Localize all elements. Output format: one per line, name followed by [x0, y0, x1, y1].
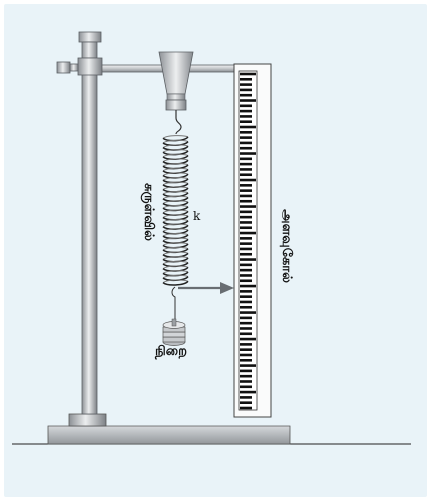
spring-coil-back: [162, 274, 189, 279]
spring-bottom-hook: [171, 286, 176, 320]
spring-coil-back: [162, 158, 189, 163]
spring-coil-back: [162, 279, 189, 284]
spring-coil-back: [162, 186, 189, 190]
spring-coil-back: [162, 218, 189, 223]
spring-coil-back: [162, 163, 189, 167]
spring-constant-label: k: [193, 209, 201, 223]
pointer-arrow: [178, 282, 234, 294]
spring-coil-back: [162, 223, 189, 228]
spring-coil-back: [162, 153, 189, 158]
spring-holder: [158, 51, 194, 111]
spring-coil-back: [162, 246, 189, 251]
spring-coil-back: [162, 172, 189, 177]
spring-label: சுருள்வில்: [141, 183, 156, 241]
spring-coil-back: [162, 177, 189, 181]
spring-coil-back: [162, 191, 189, 195]
spring-coil-back: [162, 242, 189, 246]
spring-coil-back: [162, 209, 189, 214]
spring-coil-back: [162, 181, 189, 186]
slotted-mass: [162, 318, 186, 346]
spring-coil-back: [162, 195, 189, 200]
stand-rod: [78, 31, 102, 415]
spring-top-hook: [175, 110, 182, 135]
spring-coil-back: [162, 260, 189, 265]
stand-base: [47, 413, 291, 445]
spring-coil-back: [162, 251, 189, 256]
scale-ticks: [240, 72, 256, 410]
spring-coil-back: [162, 237, 189, 242]
spring-coil-back: [162, 256, 189, 260]
spring-coil-back: [162, 270, 189, 274]
spring-coil-back: [162, 139, 189, 144]
mass-label: நிறை: [155, 344, 187, 359]
spring-coil-back: [162, 167, 189, 172]
spring-coil-back: [162, 214, 189, 218]
spring-coil-back: [162, 228, 189, 232]
spring-coil-back: [162, 232, 189, 237]
spring-coil-back: [162, 204, 189, 209]
scale-ruler: [233, 63, 272, 418]
spring-coil-back: [162, 144, 189, 149]
stand-clamp: [56, 57, 103, 76]
spring-coil-back: [162, 149, 189, 153]
spring-coil-back: [162, 200, 189, 204]
spring-coil-back: [162, 135, 189, 139]
spring-coil-back: [162, 265, 189, 270]
spring-coil: [162, 280, 189, 286]
spring: [162, 135, 189, 286]
scale-label: அளவுகோல்: [279, 209, 294, 283]
